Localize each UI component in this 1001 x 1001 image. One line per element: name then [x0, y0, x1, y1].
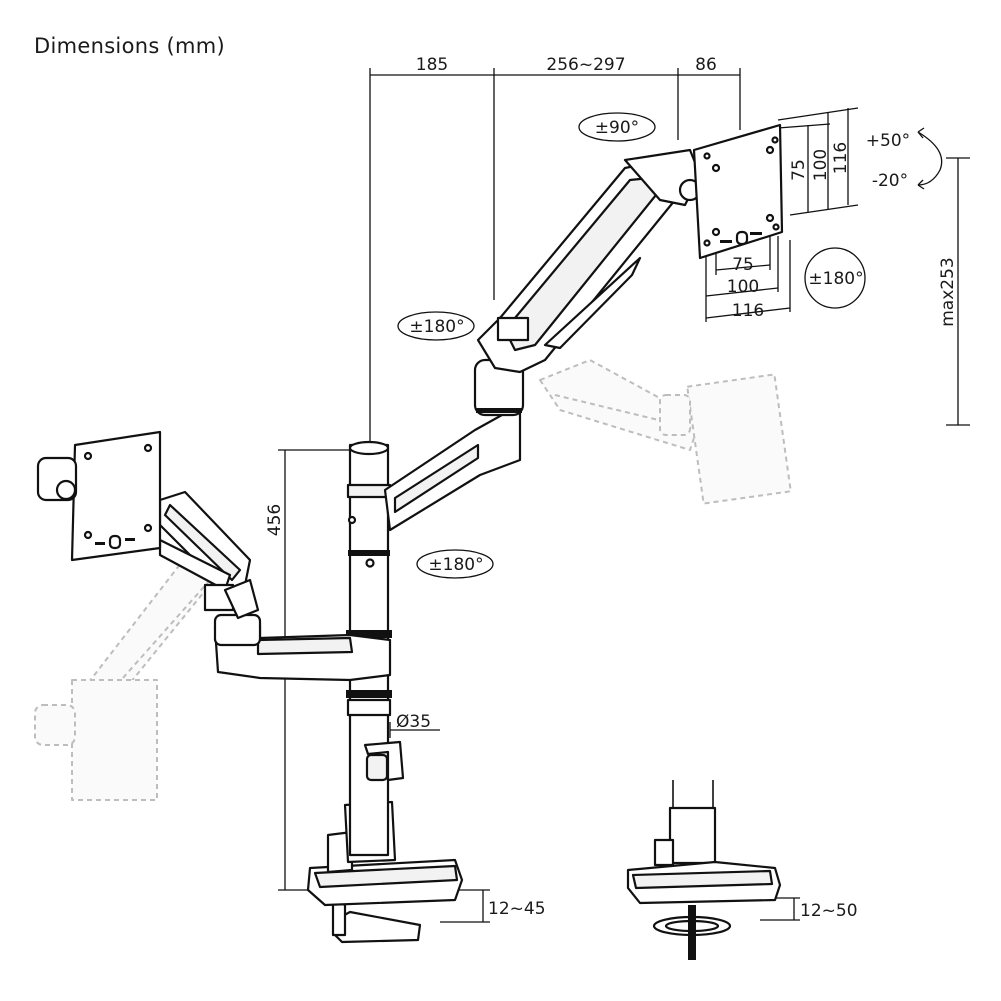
ghost-right-arm [539, 359, 792, 505]
dim-label-86: 86 [695, 55, 717, 75]
rotation-upper-arm [397, 311, 475, 341]
left-vesa-plate [36, 430, 162, 562]
top-dimension-lines [369, 68, 741, 445]
label-tilt-down: -20° [872, 171, 908, 191]
vesa-v-small: 75 [732, 255, 754, 275]
left-gas-arm [158, 490, 260, 620]
ghost-left-arm [34, 544, 231, 801]
vesa-h-large: 116 [831, 142, 851, 174]
grommet-range-label: 12~50 [800, 901, 858, 921]
label-upper-arm-rotation: ±180° [409, 317, 464, 337]
dim-label-256-297: 256~297 [546, 55, 625, 75]
rotation-head-swivel [578, 112, 656, 142]
max-height-label: max253 [938, 257, 958, 327]
rotation-pole-arm [416, 549, 494, 579]
right-vesa-plate [692, 123, 784, 260]
pole-diameter-label: Ø35 [396, 712, 431, 732]
right-gas-arm [476, 148, 702, 374]
vesa-dimension-lines [705, 107, 859, 322]
vesa-h-mid: 100 [811, 149, 831, 181]
vesa-h-small: 75 [789, 159, 809, 181]
dim-label-185: 185 [416, 55, 448, 75]
upper-pole-arm [383, 358, 525, 532]
vesa-v-large: 116 [732, 301, 764, 321]
clamp-range-label: 12~45 [488, 899, 546, 919]
label-screen-rotation: ±180° [808, 269, 863, 289]
rotation-screen [804, 247, 866, 309]
pole-height-label: 456 [265, 504, 285, 536]
rotation-tilt [917, 127, 943, 190]
diagram-title: Dimensions (mm) [34, 34, 226, 58]
diameter-dimension [389, 722, 440, 738]
grommet-mount [626, 780, 782, 960]
lower-pole-arm [213, 613, 392, 682]
vesa-v-mid: 100 [727, 277, 759, 297]
label-tilt-up: +50° [866, 131, 910, 151]
label-pole-arm-rotation: ±180° [428, 555, 483, 575]
cable-clip [363, 740, 405, 782]
label-head-swivel: ±90° [595, 118, 639, 138]
